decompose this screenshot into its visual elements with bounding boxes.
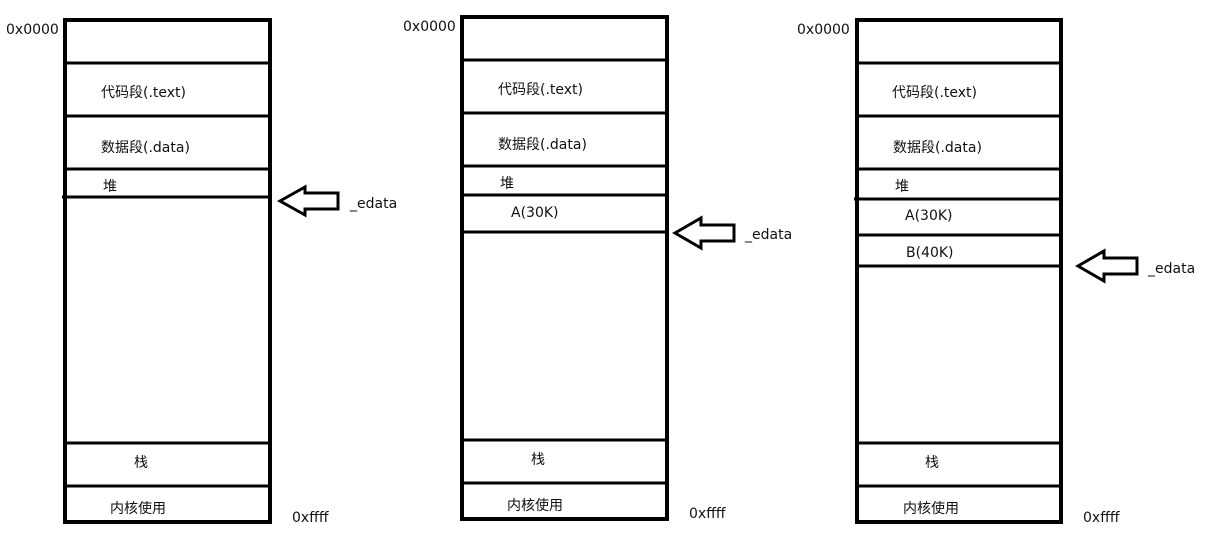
top-address-label: 0x0000	[6, 22, 59, 38]
memory-diagram-2: 0x0000 代码段(.text) 数据段(.data) 堆 A(30K) 栈 …	[403, 15, 792, 522]
kernel-segment-label: 内核使用	[903, 500, 959, 517]
edata-label: _edata	[744, 227, 792, 243]
memory-column-outline	[855, 18, 1063, 524]
edata-label: _edata	[349, 196, 397, 212]
bottom-address-label: 0xffff	[689, 506, 726, 522]
data-segment-label: 数据段(.data)	[498, 137, 587, 153]
stack-segment-label: 栈	[925, 455, 939, 471]
stack-segment-label: 栈	[134, 455, 148, 471]
kernel-segment-label: 内核使用	[110, 500, 166, 517]
heap-segment-label: 堆	[103, 179, 117, 195]
edata-label: _edata	[1147, 261, 1195, 277]
text-segment-label: 代码段(.text)	[101, 85, 186, 101]
memory-column-outline	[63, 18, 272, 524]
memory-column-outline	[460, 15, 669, 521]
allocation-a-label: A(30K)	[511, 205, 559, 221]
edata-pointer-arrow-icon	[671, 215, 736, 251]
bottom-address-label: 0xffff	[292, 510, 329, 526]
heap-segment-label: 堆	[500, 176, 514, 192]
edata-pointer-arrow-icon	[1074, 248, 1139, 284]
data-segment-label: 数据段(.data)	[101, 140, 190, 156]
kernel-segment-label: 内核使用	[507, 497, 563, 514]
heap-segment-label: 堆	[895, 179, 909, 195]
bottom-address-label: 0xffff	[1083, 510, 1120, 526]
top-address-label: 0x0000	[403, 19, 456, 35]
allocation-a-label: A(30K)	[905, 208, 953, 224]
data-segment-label: 数据段(.data)	[893, 140, 982, 156]
edata-pointer-arrow-icon	[276, 184, 340, 218]
allocation-b-label: B(40K)	[906, 245, 954, 261]
top-address-label: 0x0000	[797, 22, 850, 38]
stack-segment-label: 栈	[531, 452, 545, 468]
memory-diagram-1: 0x0000 代码段(.text) 数据段(.data) 堆 栈 内核使用 0x…	[6, 18, 397, 526]
memory-diagram-3: 0x0000 代码段(.text) 数据段(.data) 堆 A(30K) B(…	[797, 18, 1195, 526]
text-segment-label: 代码段(.text)	[498, 82, 583, 98]
text-segment-label: 代码段(.text)	[892, 85, 977, 101]
